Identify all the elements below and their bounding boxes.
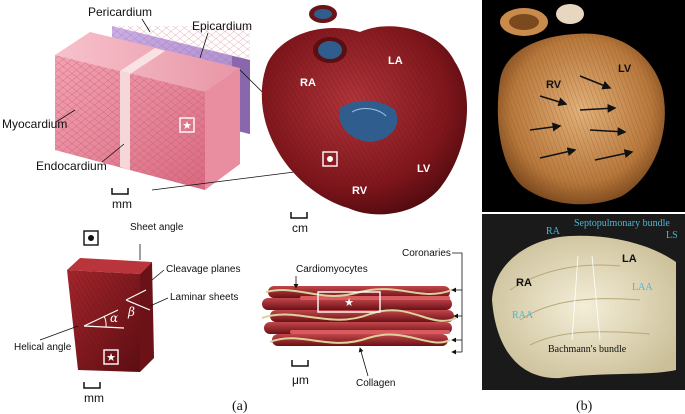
fiber-scale-label: μm	[292, 373, 309, 387]
voxel-side	[140, 262, 154, 372]
sheet-angle-label: Sheet angle	[130, 222, 184, 233]
heart-ra-label: RA	[300, 77, 316, 89]
panel-a-caption: (a)	[232, 399, 248, 414]
myocardium-label: Myocardium	[2, 117, 67, 131]
heart-rv-label: RV	[352, 185, 368, 197]
point-marker-icon	[327, 156, 333, 162]
tissue-scale-label: mm	[112, 197, 132, 211]
bachmann-label: Bachmann's bundle	[548, 344, 627, 355]
septopulmonary-label: Septopulmonary bundle	[574, 218, 670, 229]
cast-rv-label: RV	[546, 79, 562, 91]
faint-ra-label: RA	[546, 226, 561, 237]
star-icon: ★	[106, 351, 116, 364]
point-marker-icon	[88, 235, 94, 241]
star-icon: ★	[182, 119, 192, 132]
cast-photo	[482, 0, 685, 212]
cardiomyocytes-label: Cardiomyocytes	[296, 264, 368, 275]
star-icon: ★	[344, 296, 354, 309]
faint-raa-label: RAA	[512, 310, 534, 321]
coronary-vessel	[290, 330, 450, 334]
faint-laa-label: LAA	[632, 282, 653, 293]
dissection-tissue	[492, 236, 676, 378]
mm-scale-bar	[112, 188, 128, 194]
laminar-sheets-label: Laminar sheets	[170, 292, 238, 303]
sheet-angle-text: Sheet angle	[130, 222, 184, 233]
voxel-scale-label: mm	[84, 391, 104, 405]
dissection-ra-label: RA	[516, 277, 532, 289]
voxel-mm-scale-bar	[84, 382, 100, 388]
collagen-label: Collagen	[356, 378, 395, 389]
endocardium-layer	[120, 71, 130, 170]
cm-scale-bar	[291, 212, 307, 218]
coronaries-label: Coronaries	[402, 248, 451, 259]
faint-ls-label: LS	[666, 230, 678, 241]
pericardium-label: Pericardium	[88, 5, 152, 19]
coronary-vessel	[300, 296, 450, 300]
dissection-la-label: LA	[622, 253, 637, 265]
panel-b-caption: (b)	[576, 399, 593, 414]
voxel-illustration: ★	[67, 231, 154, 372]
dissection-photo	[482, 214, 685, 390]
heart-lv-label: LV	[417, 163, 431, 175]
cast-lv-label: LV	[618, 63, 632, 75]
alpha-symbol: α	[110, 311, 118, 325]
epicardium-label: Epicardium	[192, 19, 252, 33]
heart-illustration	[262, 5, 467, 214]
heart-la-label: LA	[388, 55, 403, 67]
fiber-illustration: ★	[262, 286, 456, 346]
heart-scale-label: cm	[292, 221, 308, 235]
beta-symbol: β	[127, 305, 135, 319]
aorta-lumen	[318, 41, 342, 59]
um-scale-bar	[292, 360, 308, 366]
helical-angle-label: Helical angle	[14, 342, 72, 353]
endocardium-label: Endocardium	[36, 159, 107, 173]
cleavage-planes-label: Cleavage planes	[166, 264, 241, 275]
